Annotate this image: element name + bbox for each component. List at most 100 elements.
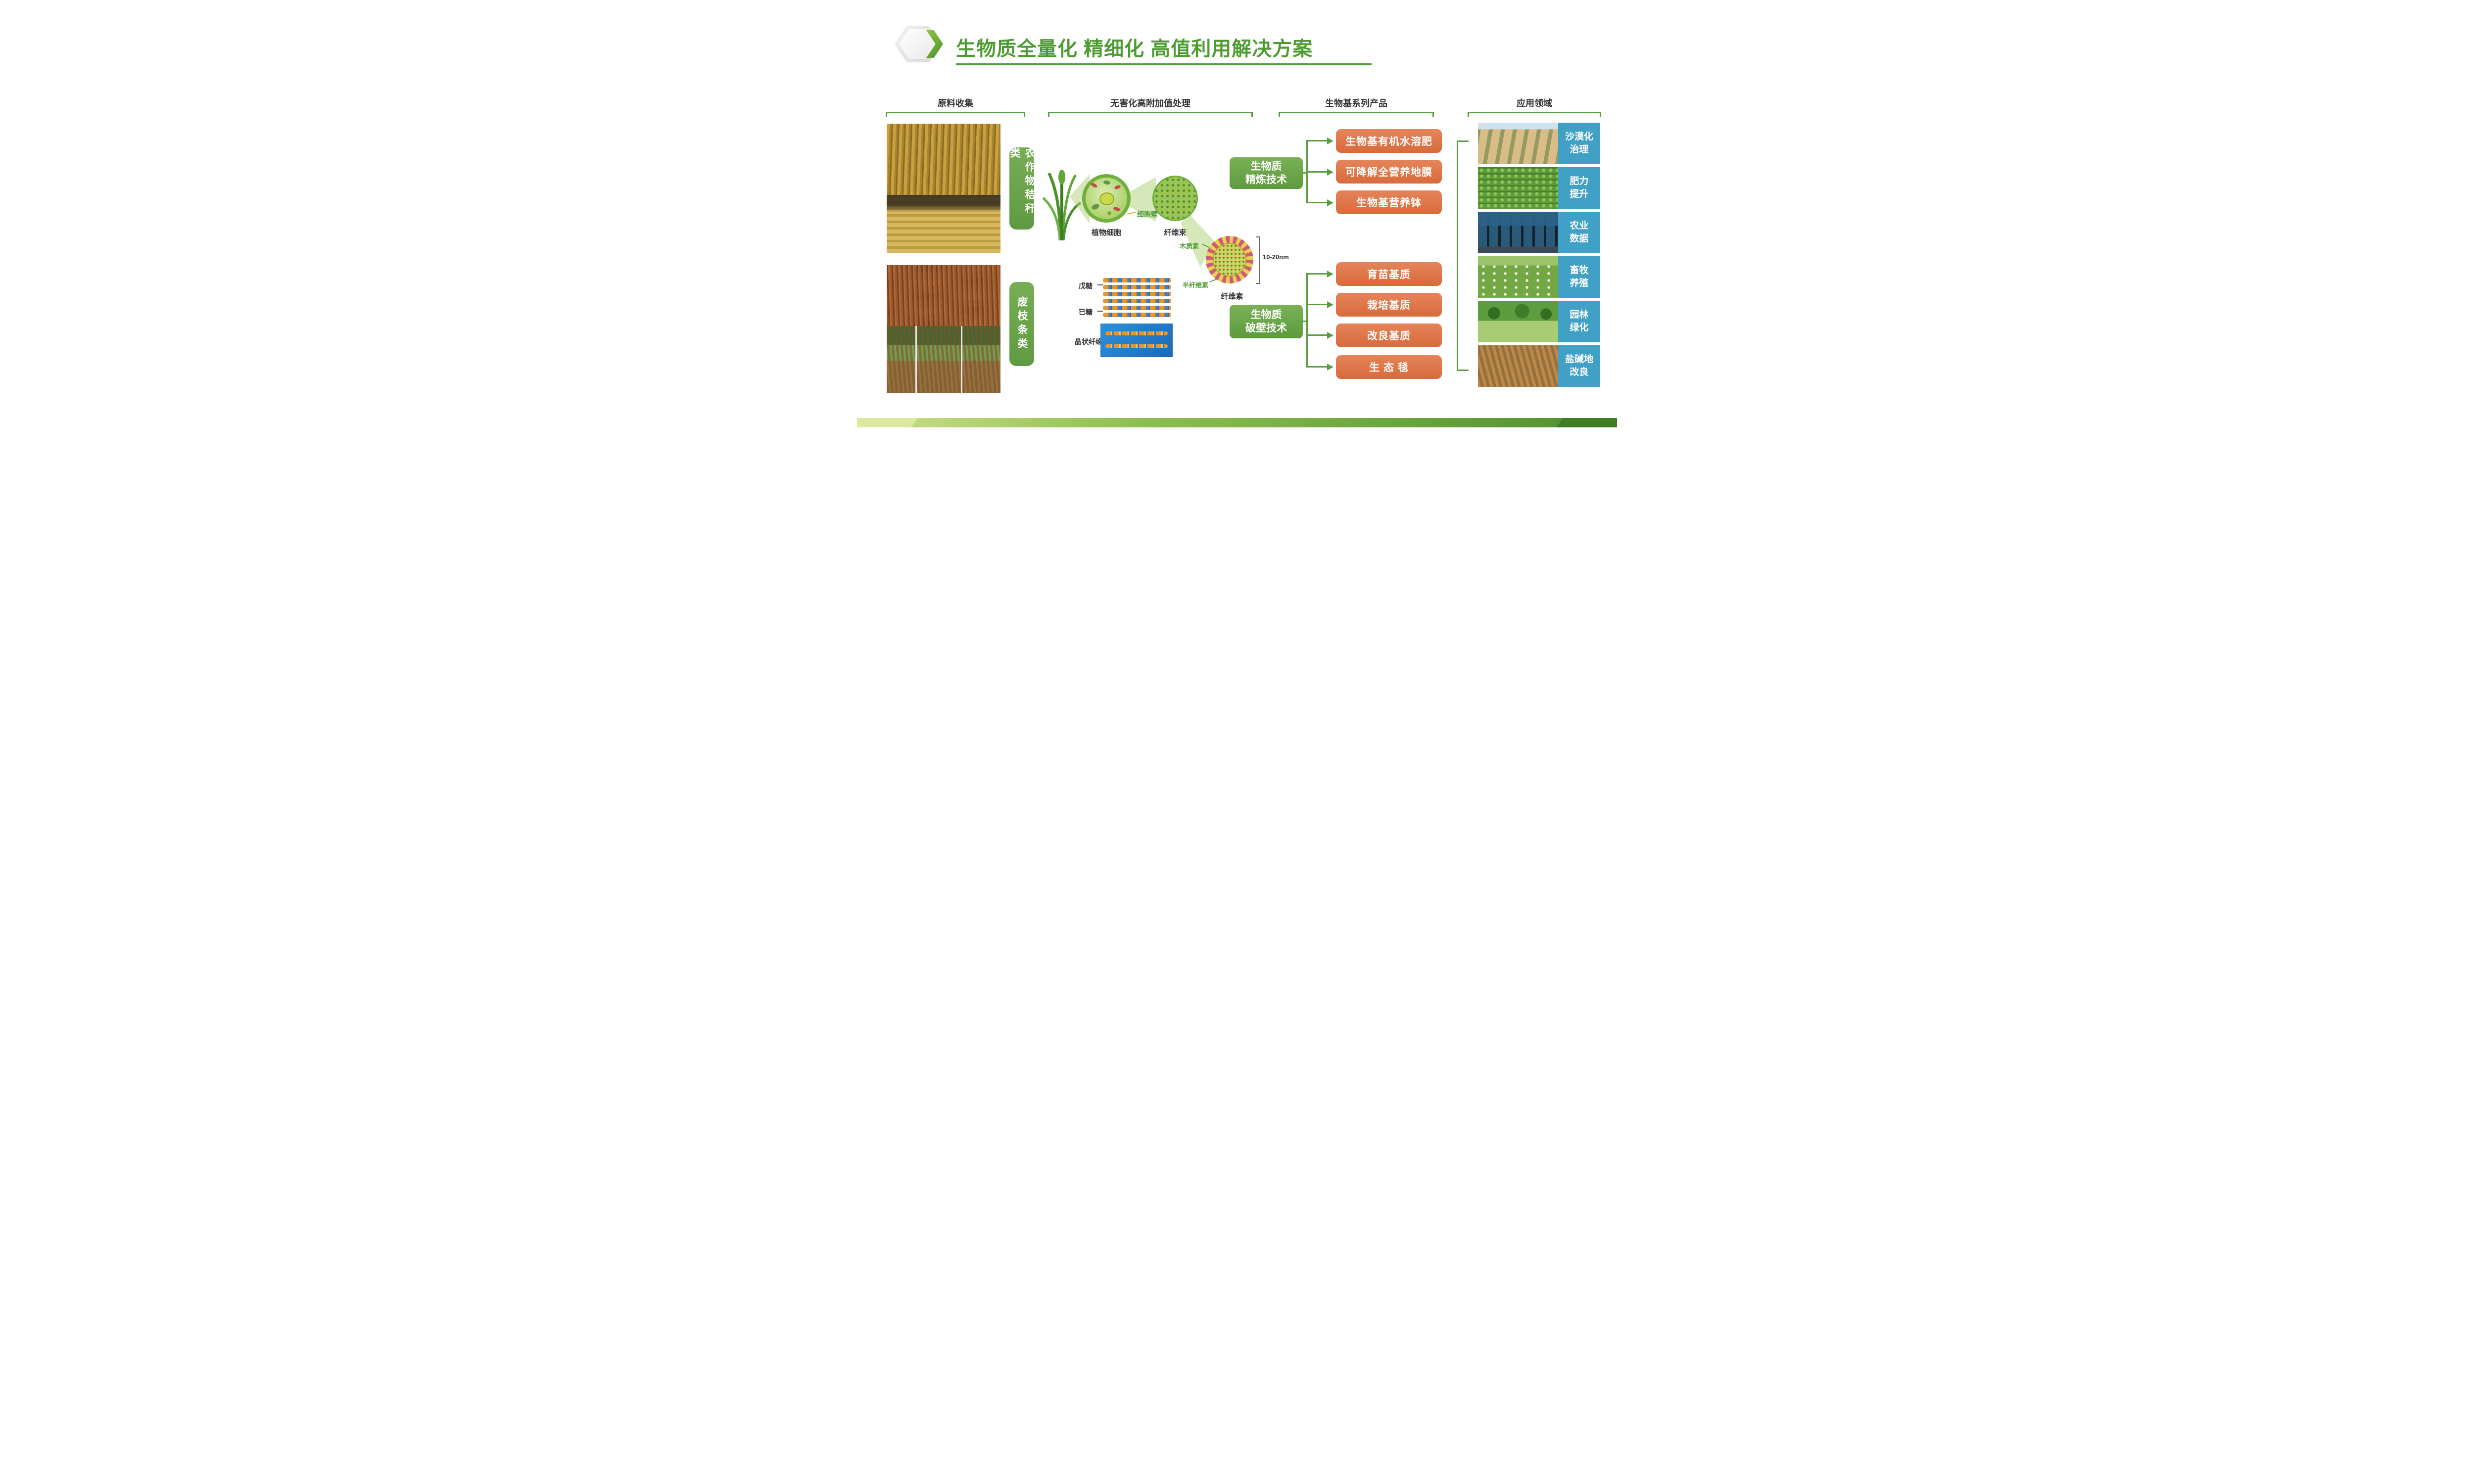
- organelle-icon: [1103, 180, 1111, 186]
- organelle-icon: [1114, 184, 1121, 190]
- applications-bracket-top-stub: [1457, 140, 1469, 142]
- bottom-ribbon: [857, 418, 1617, 427]
- connector-line: [1306, 304, 1328, 305]
- arrow-right-icon: [1327, 199, 1333, 206]
- category-label-waste-branches: 废枝条类: [1009, 282, 1034, 366]
- connector-line: [1306, 273, 1308, 368]
- pentose-tick-line: [1097, 284, 1103, 285]
- organelle-icon: [1091, 203, 1100, 211]
- photo-crop-straw-field: [887, 124, 1000, 195]
- refining-tech-box: 生物质 精炼技术: [1230, 157, 1303, 189]
- arrow-right-icon: [1327, 138, 1333, 144]
- sugar-chain-rows: [1103, 278, 1171, 320]
- molecule-chain-row: [1103, 299, 1171, 303]
- application-row: 盐碱地 改良: [1478, 345, 1600, 387]
- section-header-products: 生物基系列产品: [1325, 98, 1387, 108]
- molecule-chain-row: [1103, 313, 1171, 317]
- molecule-chain-row: [1103, 292, 1171, 296]
- category-label-crop-straw: 农作物秸秆类: [1009, 147, 1035, 230]
- hemicellulose-label: 半纤维素: [1183, 281, 1209, 289]
- plant-cell-diagram: [1082, 174, 1131, 223]
- connector-line: [1302, 321, 1307, 322]
- arrow-right-icon: [1327, 364, 1333, 371]
- application-label-desertification: 沙漠化 治理: [1558, 123, 1600, 164]
- scale-bracket: [1256, 236, 1260, 284]
- application-label-landscaping: 园林 绿化: [1558, 301, 1600, 342]
- applications-bracket-bottom-stub: [1457, 370, 1469, 371]
- application-row: 农业 数据: [1478, 212, 1600, 253]
- cell-wall-label: 细胞壁: [1137, 210, 1158, 218]
- photo-straw-bales: [887, 195, 1000, 253]
- application-row: 肥力 提升: [1478, 167, 1600, 209]
- hexagon-bullet-icon: [895, 26, 945, 62]
- application-label-livestock: 畜牧 养殖: [1558, 256, 1600, 298]
- application-label-fertility: 肥力 提升: [1558, 167, 1600, 209]
- pentose-label: 戊糖: [1079, 282, 1093, 290]
- application-row: 园林 绿化: [1478, 301, 1600, 342]
- plant-cell-label: 植物细胞: [1091, 229, 1121, 237]
- photo-park-greening: [1478, 301, 1558, 342]
- cell-wall-leader-line: [1127, 211, 1136, 215]
- organelle-icon: [1090, 182, 1098, 189]
- photo-agriculture-data-room: [1478, 212, 1558, 253]
- application-row: 畜牧 养殖: [1478, 256, 1600, 298]
- product-box-improvement-substrate: 改良基质: [1336, 324, 1442, 347]
- arrow-right-icon: [1327, 271, 1333, 278]
- product-box-water-soluble-fertilizer: 生物基有机水溶肥: [1336, 129, 1442, 153]
- bottom-ribbon-right-accent: [1556, 418, 1617, 427]
- product-box-nutrient-pot: 生物基营养钵: [1336, 190, 1442, 214]
- page-title: 生物质全量化 精细化 高值利用解决方案: [956, 38, 1313, 60]
- scale-label: 10-20nm: [1263, 253, 1289, 261]
- title-underline: [956, 63, 1372, 65]
- photo-sheep-pasture: [1478, 256, 1558, 298]
- organelle-icon: [1113, 206, 1121, 212]
- bracket-applications: [1468, 112, 1601, 117]
- bracket-collection: [886, 112, 1025, 117]
- section-header-processing: 无害化高附加值处理: [1110, 98, 1190, 108]
- molecule-chain-row: [1103, 285, 1171, 289]
- crystalline-cellulose-panel: [1100, 324, 1173, 357]
- arrow-right-icon: [1327, 169, 1333, 176]
- applications-bracket-line: [1457, 140, 1458, 371]
- arrow-right-icon: [1327, 301, 1333, 308]
- hexose-tick-line: [1097, 311, 1103, 312]
- wall-breaking-tech-box: 生物质 破壁技术: [1230, 305, 1303, 338]
- connector-line: [1306, 273, 1328, 275]
- hexose-label: 已糖: [1079, 308, 1093, 316]
- lignin-label: 木质素: [1180, 242, 1199, 250]
- cellulose-label: 纤维素: [1221, 292, 1243, 301]
- fiber-bundle-label: 纤维束: [1164, 229, 1187, 237]
- application-label-ag-data: 农业 数据: [1558, 212, 1600, 253]
- bracket-processing: [1048, 112, 1253, 117]
- connector-line: [1306, 171, 1328, 173]
- connector-line: [1306, 366, 1328, 368]
- molecule-chain-row: [1103, 306, 1171, 310]
- connector-line: [1306, 334, 1328, 336]
- connector-line: [1306, 202, 1328, 203]
- bottom-ribbon-left-accent: [857, 418, 918, 427]
- arrow-right-icon: [1327, 332, 1333, 339]
- photo-vegetable-field: [1478, 167, 1558, 209]
- photo-desertification-control: [1478, 123, 1558, 164]
- product-box-cultivation-substrate: 栽培基质: [1336, 293, 1442, 317]
- application-label-saline-soil: 盐碱地 改良: [1558, 345, 1600, 387]
- photo-saline-soil-field: [1478, 345, 1558, 387]
- molecule-chain-row: [1103, 278, 1171, 282]
- connector-line: [1306, 140, 1328, 141]
- section-header-collection: 原料收集: [938, 98, 973, 108]
- product-box-eco-blanket: 生 态 毯: [1336, 355, 1442, 379]
- connector-line: [1302, 172, 1307, 174]
- product-box-seedling-substrate: 育苗基质: [1336, 262, 1442, 286]
- organelle-icon: [1107, 211, 1111, 215]
- fiber-bundle-diagram: [1152, 176, 1198, 221]
- cellulose-core: [1213, 243, 1246, 277]
- cell-nucleus: [1099, 192, 1114, 205]
- section-header-applications: 应用领域: [1517, 98, 1552, 108]
- photo-waste-branches: [887, 265, 1000, 326]
- product-box-degradable-mulch-film: 可降解全营养地膜: [1336, 160, 1442, 184]
- hemicellulose-leader-line: [1209, 278, 1217, 282]
- applications-list: 沙漠化 治理 肥力 提升 农业 数据 畜牧 养殖 园林 绿化 盐碱地 改良: [1478, 123, 1600, 387]
- slide-canvas: 生物质全量化 精细化 高值利用解决方案 原料收集 无害化高附加值处理 生物基系列…: [857, 0, 1617, 427]
- photo-orchard-branches: [887, 326, 1000, 393]
- bracket-products: [1279, 112, 1434, 117]
